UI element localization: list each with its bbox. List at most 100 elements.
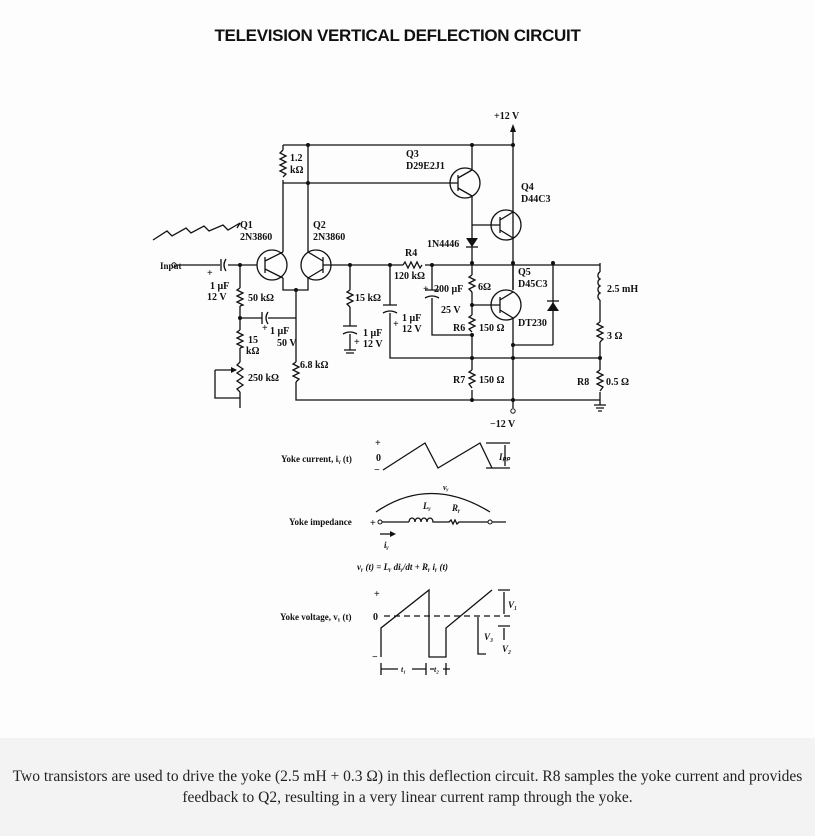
label-q1-part: 2N3860 bbox=[240, 232, 272, 243]
label-q4-part: D44C3 bbox=[521, 194, 550, 205]
label-cap-mid2-voltage: 12 V bbox=[402, 324, 422, 335]
caption-text: Two transistors are used to drive the yo… bbox=[12, 768, 803, 806]
transistor-q3 bbox=[449, 167, 481, 199]
plus-sign: + bbox=[423, 284, 429, 295]
ry-label: Rᵧ bbox=[451, 503, 461, 513]
label-6k8: 6.8 kΩ bbox=[300, 360, 329, 371]
transistor-q2 bbox=[300, 249, 332, 281]
label-input-cap-value: 1 μF bbox=[210, 281, 229, 292]
plus-sign: + bbox=[262, 323, 268, 334]
label-q4-name: Q4 bbox=[521, 182, 534, 193]
label-cap-50v-voltage: 50 V bbox=[277, 338, 297, 349]
yoke-impedance: Yoke impedance + vᵧ Lᵧ Rᵧ iᵧ vᵧ (t) = Lᵧ… bbox=[289, 483, 506, 572]
label-q2-part: 2N3860 bbox=[313, 232, 345, 243]
label-1k2-unit: kΩ bbox=[290, 165, 304, 176]
label-1k2-value: 1.2 bbox=[290, 153, 303, 164]
label-supply-neg: −12 V bbox=[490, 419, 516, 430]
inductor-yoke bbox=[597, 271, 602, 301]
label-15k-left-unit: kΩ bbox=[246, 346, 260, 357]
label-r4-value: 120 kΩ bbox=[394, 271, 425, 282]
plus-sign: + bbox=[375, 438, 381, 449]
resistor-1k2 bbox=[278, 149, 288, 178]
label-50k: 50 kΩ bbox=[248, 293, 274, 304]
pot-wiper bbox=[231, 367, 237, 373]
label-250k: 250 kΩ bbox=[248, 373, 279, 384]
ly-label: Lᵧ bbox=[422, 501, 431, 511]
label-q5-part: D45C3 bbox=[518, 279, 547, 290]
t1-label: t₁ bbox=[401, 665, 406, 674]
zero-label: 0 bbox=[373, 612, 378, 623]
ipp-label: Iₚₚ bbox=[498, 452, 510, 462]
transistor-q4 bbox=[490, 209, 522, 241]
label-yoke-inductance: 2.5 mH bbox=[607, 284, 638, 295]
label-q2-name: Q2 bbox=[313, 220, 326, 231]
iy-label: iᵧ bbox=[384, 540, 390, 550]
label-cap-200-value: 200 μF bbox=[434, 284, 463, 295]
zero-label: 0 bbox=[376, 453, 381, 464]
yoke-impedance-label: Yoke impedance bbox=[289, 517, 352, 527]
label-cap-mid2-value: 1 μF bbox=[402, 313, 421, 324]
plus-sign: + bbox=[374, 589, 380, 600]
label-cap-mid1-value: 1 μF bbox=[363, 328, 382, 339]
label-q1-name: Q1 bbox=[240, 220, 253, 231]
label-diode-dt230: DT230 bbox=[518, 318, 547, 329]
resistor-6ohm bbox=[467, 274, 477, 293]
resistors bbox=[231, 149, 605, 393]
yoke-current-waveform: Yoke current, iᵧ (t) + 0 − Iₚₚ bbox=[281, 438, 510, 476]
wires bbox=[152, 124, 606, 414]
resistor-3ohm bbox=[595, 321, 605, 343]
diagram-title: TELEVISION VERTICAL DEFLECTION CIRCUIT bbox=[214, 26, 581, 45]
label-cap-mid1-voltage: 12 V bbox=[363, 339, 383, 350]
caption-panel: Two transistors are used to drive the yo… bbox=[0, 738, 815, 836]
v3-label: V₃ bbox=[484, 632, 493, 642]
transistor-q5 bbox=[490, 289, 522, 321]
equation: vᵧ (t) = Lᵧ diᵧ/dt + Rᵧ iᵧ (t) bbox=[357, 562, 448, 572]
label-q3-part: D29E2J1 bbox=[406, 161, 445, 172]
vy-label: vᵧ bbox=[443, 483, 449, 492]
resistor-15k bbox=[345, 289, 355, 308]
label-6ohm: 6Ω bbox=[478, 282, 491, 293]
resistor-r6 bbox=[467, 314, 477, 333]
label-r8-value: 0.5 Ω bbox=[606, 377, 629, 388]
minus-sign: − bbox=[372, 652, 378, 663]
label-cap-200-voltage: 25 V bbox=[441, 305, 461, 316]
resistor-6k8 bbox=[291, 361, 301, 383]
transistors bbox=[256, 167, 522, 321]
label-diode-1n4446: 1N4446 bbox=[427, 239, 459, 250]
resistor-15k-left bbox=[235, 329, 245, 349]
label-input-cap-voltage: 12 V bbox=[207, 292, 227, 303]
transistor-q1 bbox=[256, 249, 288, 281]
plus-sign: + bbox=[393, 319, 399, 330]
label-r6-value: 150 Ω bbox=[479, 323, 505, 334]
label-r7-value: 150 Ω bbox=[479, 375, 505, 386]
plus-sign: + bbox=[207, 268, 213, 279]
yoke-voltage-label: Yoke voltage, vᵧ (t) bbox=[280, 612, 352, 622]
yoke-voltage-waveform: Yoke voltage, vᵧ (t) + 0 − V₁ V₃ V₂ t₁ t… bbox=[280, 588, 517, 675]
v1-label: V₁ bbox=[508, 600, 517, 610]
plus-sign: + bbox=[354, 337, 360, 348]
minus-sign: − bbox=[374, 465, 380, 476]
label-r4-name: R4 bbox=[405, 248, 417, 259]
label-q5-name: Q5 bbox=[518, 267, 531, 278]
label-q3-name: Q3 bbox=[406, 149, 419, 160]
t2-label: t₂ bbox=[434, 665, 439, 674]
resistor-r8 bbox=[595, 369, 605, 392]
label-input: Input bbox=[160, 261, 182, 271]
label-cap-50v-value: 1 μF bbox=[270, 326, 289, 337]
junctions bbox=[238, 143, 602, 402]
label-supply-pos: +12 V bbox=[494, 111, 520, 122]
potentiometer-250k bbox=[235, 361, 245, 393]
resistor-r4 bbox=[402, 260, 423, 270]
label-15k-left-value: 15 bbox=[248, 335, 258, 346]
resistor-r7 bbox=[467, 369, 477, 389]
yoke-current-label: Yoke current, iᵧ (t) bbox=[281, 454, 352, 464]
label-r7-name: R7 bbox=[453, 375, 465, 386]
label-yoke-resistance: 3 Ω bbox=[607, 331, 623, 342]
circuit-schematic: +12 V −12 V Input + 1 μF 12 V Q1 2N3860 … bbox=[152, 111, 638, 675]
plus-sign: + bbox=[370, 518, 376, 529]
label-r8-name: R8 bbox=[577, 377, 589, 388]
label-15k: 15 kΩ bbox=[355, 293, 381, 304]
component-labels: +12 V −12 V Input + 1 μF 12 V Q1 2N3860 … bbox=[160, 111, 638, 430]
resistor-50k bbox=[235, 287, 245, 307]
label-r6-name: R6 bbox=[453, 323, 465, 334]
